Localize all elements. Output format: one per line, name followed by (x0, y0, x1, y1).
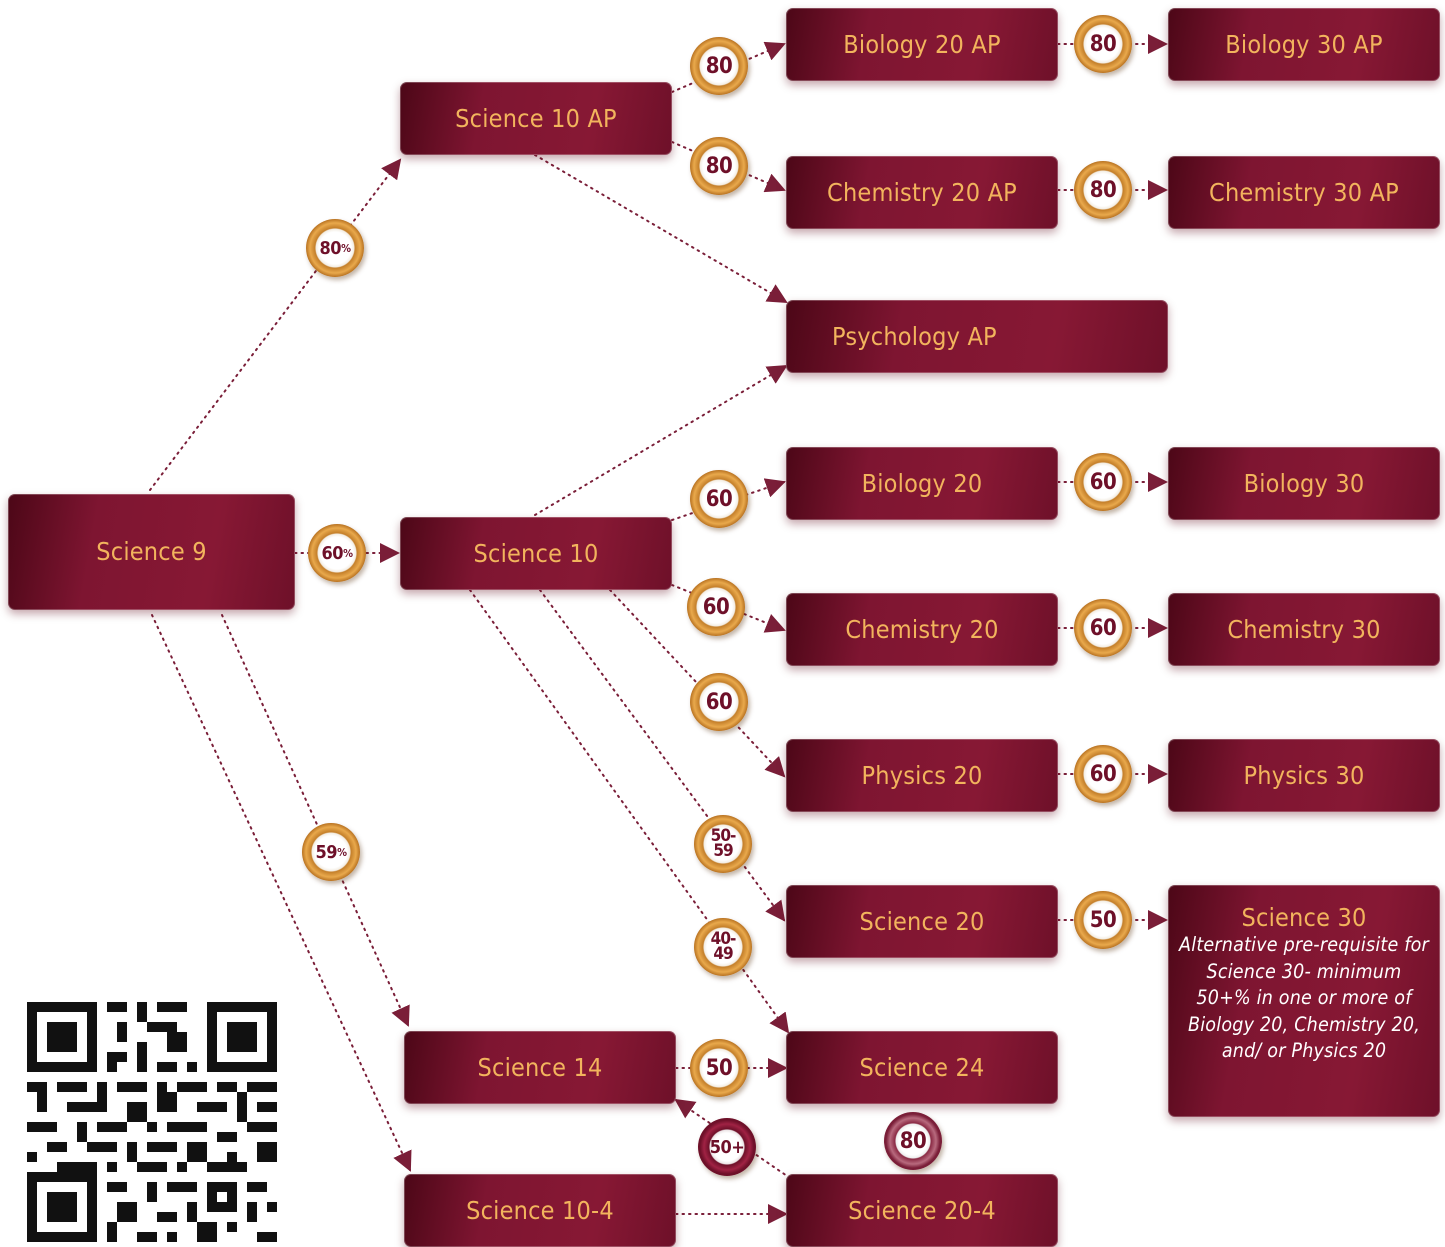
badge-sci14-to-sci24: 50 (690, 1039, 748, 1097)
line-s10-psych (534, 364, 788, 516)
course-science-10-ap: Science 10 AP (400, 82, 672, 155)
course-biology-30-ap-label: Biology 30 AP (1225, 29, 1383, 59)
course-physics-20-label: Physics 20 (861, 760, 983, 790)
badge-s9-to-s10: 60% (308, 524, 366, 582)
course-chemistry-20: Chemistry 20 (786, 593, 1058, 666)
course-science-9: Science 9 (8, 494, 295, 610)
course-science-10-4-label: Science 10-4 (466, 1195, 614, 1225)
course-science-10-label: Science 10 (473, 538, 599, 568)
badge-to-bio20ap-value: 80 (705, 53, 733, 79)
badge-to-sci20-bottom: 59 (713, 841, 733, 861)
course-chemistry-30-label: Chemistry 30 (1227, 614, 1381, 644)
badge-to-bio30: 60 (1074, 453, 1132, 511)
course-chemistry-20-label: Chemistry 20 (845, 614, 999, 644)
course-chemistry-20-ap-label: Chemistry 20 AP (827, 177, 1017, 207)
badge-sci20-to-sci30-value: 50 (1089, 907, 1117, 933)
line-s10-sci20 (539, 589, 786, 922)
badge-to-bio30ap-value: 80 (1089, 31, 1117, 57)
badge-to-chem20-value: 60 (702, 594, 730, 620)
course-science-20-label: Science 20 (859, 906, 985, 936)
badge-s9-to-s14-value: 59 (315, 841, 338, 863)
badge-sci14-to-sci24-value: 50 (705, 1055, 733, 1081)
badge-to-sci20-top: 50- (710, 826, 737, 846)
badge-to-bio30ap: 80 (1074, 15, 1132, 73)
course-science-10-4: Science 10-4 (404, 1174, 676, 1247)
line-s10-sci24 (469, 589, 790, 1034)
course-psychology-ap: Psychology AP (786, 300, 1168, 373)
course-chemistry-20-ap: Chemistry 20 AP (786, 156, 1058, 229)
badge-to-chem30-value: 60 (1089, 615, 1117, 641)
badge-to-chem20: 60 (687, 578, 745, 636)
course-science-14-label: Science 14 (477, 1052, 603, 1082)
course-science-30-label: Science 30 (1241, 903, 1367, 932)
course-science-10-ap-label: Science 10 AP (455, 103, 617, 133)
course-science-9-label: Science 9 (96, 537, 207, 566)
course-science-14: Science 14 (404, 1031, 676, 1104)
badge-to-chem30ap-value: 80 (1089, 177, 1117, 203)
badge-to-bio20: 60 (690, 470, 748, 528)
badge-to-chem30ap: 80 (1074, 161, 1132, 219)
badge-to-chem20ap-value: 80 (705, 153, 733, 179)
course-science-20: Science 20 (786, 885, 1058, 958)
badge-to-bio30-value: 60 (1089, 469, 1117, 495)
badge-sci204-to-sci14: 50+ (698, 1118, 756, 1176)
badge-s9-to-s10ap: 80% (306, 219, 364, 277)
badge-to-sci24-from-s10-bottom: 49 (713, 944, 733, 964)
course-science-20-4: Science 20-4 (786, 1174, 1058, 1247)
badge-s9-to-s10ap-value: 80 (319, 237, 342, 259)
badge-to-phys30: 60 (1074, 745, 1132, 803)
badge-sci204-to-sci24-value: 80 (899, 1128, 927, 1154)
line-s10ap-psych (534, 154, 788, 304)
course-biology-30-label: Biology 30 (1243, 468, 1365, 498)
badge-to-sci24-from-s10: 40- 49 (694, 918, 752, 976)
badge-sci204-to-sci24: 80 (884, 1112, 942, 1170)
badge-to-bio20ap: 80 (690, 37, 748, 95)
badge-s9-to-s14: 59% (302, 823, 360, 881)
badge-to-bio20-value: 60 (705, 486, 733, 512)
badge-to-chem30: 60 (1074, 599, 1132, 657)
course-biology-20-label: Biology 20 (861, 468, 983, 498)
line-s9-s104 (151, 614, 412, 1172)
course-biology-20-ap-label: Biology 20 AP (843, 29, 1001, 59)
badge-to-phys20: 60 (690, 673, 748, 731)
badge-to-phys30-value: 60 (1089, 761, 1117, 787)
course-science-24: Science 24 (786, 1031, 1058, 1104)
badge-s9-to-s10-percent: % (343, 546, 353, 560)
course-science-10: Science 10 (400, 517, 672, 590)
badge-to-sci20: 50- 59 (694, 815, 752, 873)
course-physics-20: Physics 20 (786, 739, 1058, 812)
course-biology-20-ap: Biology 20 AP (786, 8, 1058, 81)
course-biology-20: Biology 20 (786, 447, 1058, 520)
course-physics-30: Physics 30 (1168, 739, 1440, 812)
course-chemistry-30-ap: Chemistry 30 AP (1168, 156, 1440, 229)
badge-sci20-to-sci30: 50 (1074, 891, 1132, 949)
badge-to-phys20-value: 60 (705, 689, 733, 715)
course-psychology-ap-label: Psychology AP (832, 321, 997, 351)
course-science-24-label: Science 24 (859, 1052, 985, 1082)
qr-code-icon[interactable] (27, 1000, 277, 1244)
badge-to-sci24-from-s10-top: 40- (710, 929, 737, 949)
course-science-30-note: Alternative pre-requisite for Science 30… (1179, 933, 1429, 1062)
badge-s9-to-s14-percent: % (337, 845, 347, 859)
badge-s9-to-s10ap-percent: % (341, 241, 351, 255)
course-chemistry-30: Chemistry 30 (1168, 593, 1440, 666)
course-science-30: Science 30 Alternative pre-requisite for… (1168, 885, 1440, 1117)
badge-to-chem20ap: 80 (690, 137, 748, 195)
line-s9-s10ap (149, 158, 402, 491)
course-physics-30-label: Physics 30 (1243, 760, 1365, 790)
course-chemistry-30-ap-label: Chemistry 30 AP (1209, 177, 1399, 207)
badge-s9-to-s10-value: 60 (321, 542, 344, 564)
course-biology-30: Biology 30 (1168, 447, 1440, 520)
course-science-20-4-label: Science 20-4 (848, 1195, 996, 1225)
badge-sci204-to-sci14-value: 50+ (709, 1136, 745, 1158)
course-biology-30-ap: Biology 30 AP (1168, 8, 1440, 81)
